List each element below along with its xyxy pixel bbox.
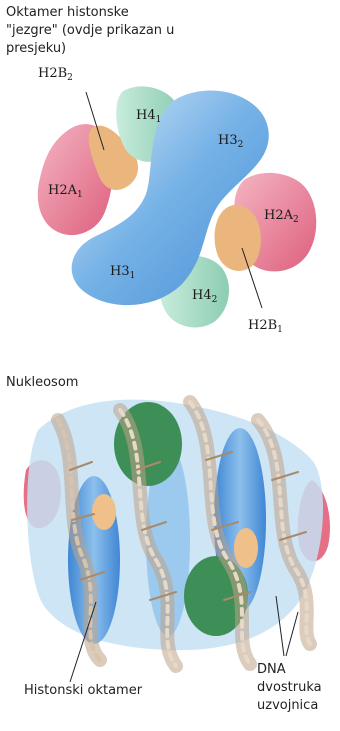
label-h2a2: H2A2 (264, 208, 299, 225)
label-h3-2: H32 (218, 133, 243, 150)
label-h4-1: H41 (136, 108, 161, 125)
label-h4-2: H42 (192, 288, 217, 305)
label-h2b1: H2B1 (248, 318, 283, 335)
dna-label-line-2: dvostruka (257, 680, 322, 696)
label-h2b2: H2B2 (38, 66, 73, 83)
label-h2a1: H2A1 (48, 183, 83, 200)
octamer-label: Histonski oktamer (24, 683, 142, 699)
dna-label-line-1: DNA (257, 662, 286, 678)
h2b-patch-1 (92, 494, 116, 530)
octamer-title-line-1: Oktamer histonske (6, 5, 129, 21)
h2b-patch-2 (234, 528, 258, 568)
nucleosome-title: Nukleosom (6, 375, 78, 391)
octamer-title-line-3: presjeku) (6, 41, 66, 57)
histone-octamer-diagram (38, 86, 317, 327)
dna-leader-line-2 (286, 612, 298, 656)
nucleosome-illustration (24, 400, 330, 666)
dna-label-line-3: uzvojnica (257, 698, 318, 714)
label-h3-1: H31 (110, 264, 135, 281)
octamer-title-line-2: "jezgre" (ovdje prikazan u (6, 23, 174, 39)
